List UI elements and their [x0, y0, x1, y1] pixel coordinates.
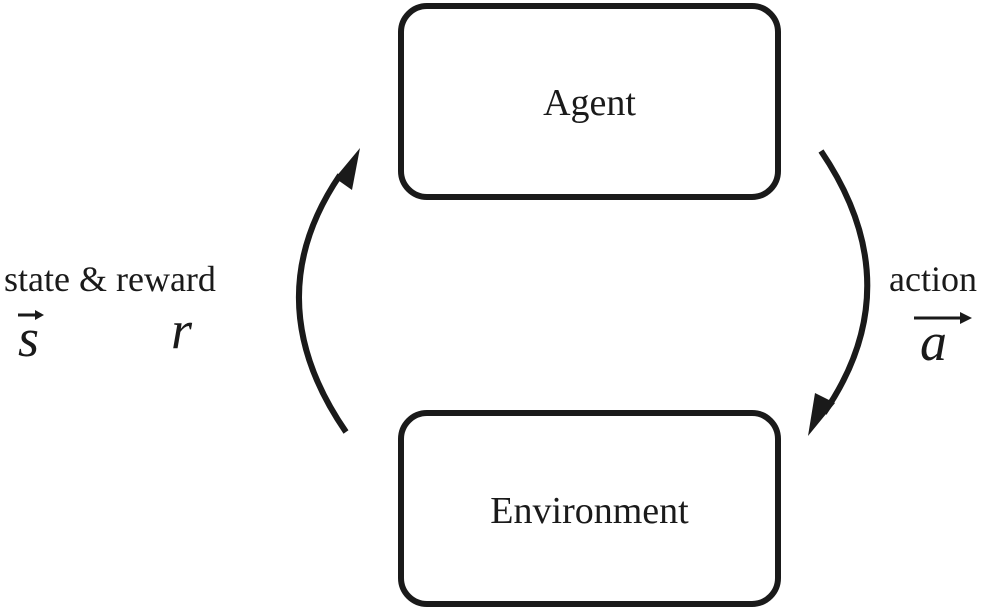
- environment-label: Environment: [490, 490, 689, 532]
- state-reward-label: state & reward: [4, 259, 216, 299]
- state-vector-arrow-head: [35, 310, 44, 320]
- state-reward-arrowhead: [335, 148, 360, 190]
- environment-node: Environment: [398, 410, 781, 607]
- action-vector-arrow-head: [960, 312, 972, 324]
- action-symbol: a: [920, 312, 947, 372]
- agent-node: Agent: [398, 3, 781, 200]
- state-reward-edge: [296, 148, 360, 434]
- agent-box: [398, 3, 781, 200]
- action-vector-symbol: a: [914, 312, 972, 372]
- action-label: action: [889, 259, 977, 299]
- state-reward-arc: [296, 173, 349, 434]
- environment-box: [398, 410, 781, 607]
- state-vector-symbol: s: [18, 308, 44, 368]
- action-arc: [818, 149, 871, 415]
- action-arrowhead: [808, 393, 835, 436]
- state-symbol: s: [18, 308, 39, 368]
- reward-symbol: r: [171, 300, 193, 360]
- agent-label: Agent: [543, 82, 636, 124]
- action-edge: [808, 149, 871, 436]
